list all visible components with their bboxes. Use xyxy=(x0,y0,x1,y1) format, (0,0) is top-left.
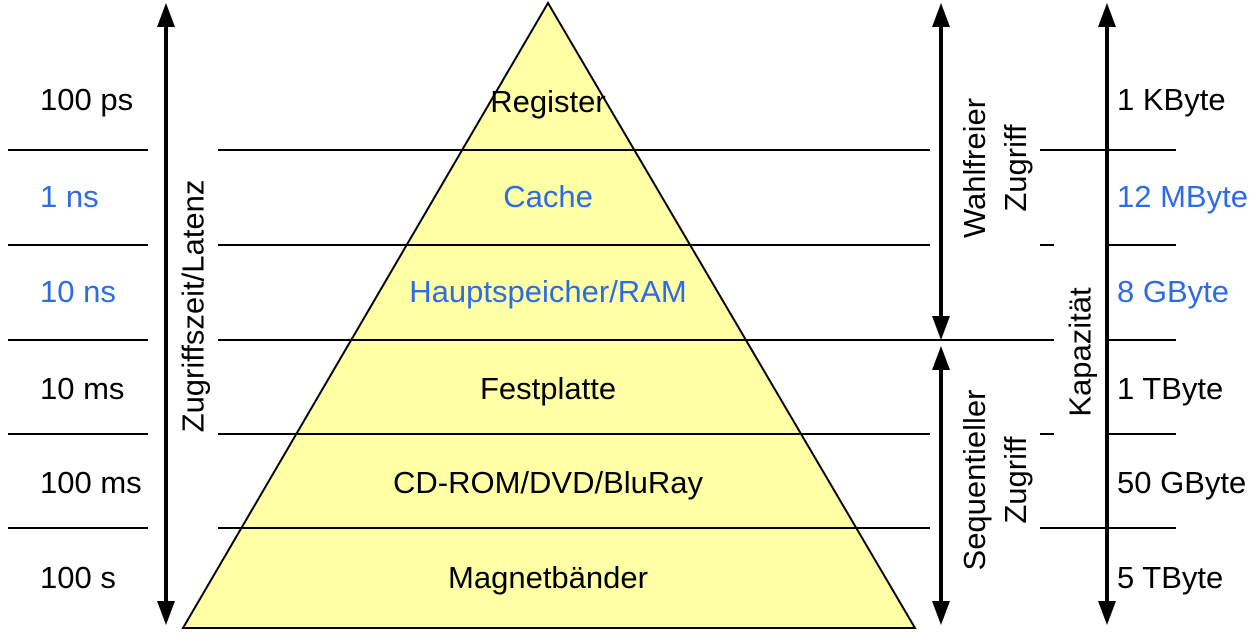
capacity-label-cache: 12 MByte xyxy=(1117,178,1248,214)
sequential-access-label-line2: Zugriff xyxy=(998,436,1033,524)
level-label-ram: Hauptspeicher/RAM xyxy=(409,273,687,309)
random-access-label-line2: Zugriff xyxy=(998,124,1033,212)
sequential-access-label: Sequentieller Zugriff xyxy=(955,390,1037,571)
latency-label-festplatte: 10 ms xyxy=(40,370,125,406)
sequential-access-label-line1: Sequentieller xyxy=(957,389,993,571)
capacity-label-festplatte: 1 TByte xyxy=(1117,370,1224,406)
level-label-cache: Cache xyxy=(503,178,593,214)
latency-axis-arrow xyxy=(157,3,175,625)
latency-label-ram: 10 ns xyxy=(40,273,116,309)
sequential-access-arrow xyxy=(932,346,950,625)
level-divider-lines xyxy=(8,149,1176,529)
latency-label-cache: 1 ns xyxy=(40,178,99,214)
level-label-festplatte: Festplatte xyxy=(479,370,617,406)
latency-label-cdrom: 100 ms xyxy=(40,464,142,500)
capacity-axis-arrow xyxy=(1098,3,1116,625)
latency-label-register: 100 ps xyxy=(40,81,134,117)
level-label-magnetbaender: Magnetbänder xyxy=(448,559,648,595)
capacity-label-magnetbaender: 5 TByte xyxy=(1117,559,1224,595)
level-label-register: Register xyxy=(490,83,606,119)
level-label-cdrom: CD-ROM/DVD/BluRay xyxy=(392,464,704,500)
capacity-axis-label: Kapazität xyxy=(1062,287,1098,417)
latency-label-magnetbaender: 100 s xyxy=(40,559,116,595)
capacity-label-register: 1 KByte xyxy=(1117,81,1226,117)
random-access-label-line1: Wahlfreier xyxy=(957,97,993,239)
capacity-label-ram: 8 GByte xyxy=(1117,273,1229,309)
random-access-label: Wahlfreier Zugriff xyxy=(955,98,1037,238)
latency-axis-label: Zugriffszeit/Latenz xyxy=(175,179,211,433)
random-access-arrow xyxy=(932,3,950,340)
pyramid-shape xyxy=(181,1,917,629)
capacity-label-cdrom: 50 GByte xyxy=(1117,464,1247,500)
